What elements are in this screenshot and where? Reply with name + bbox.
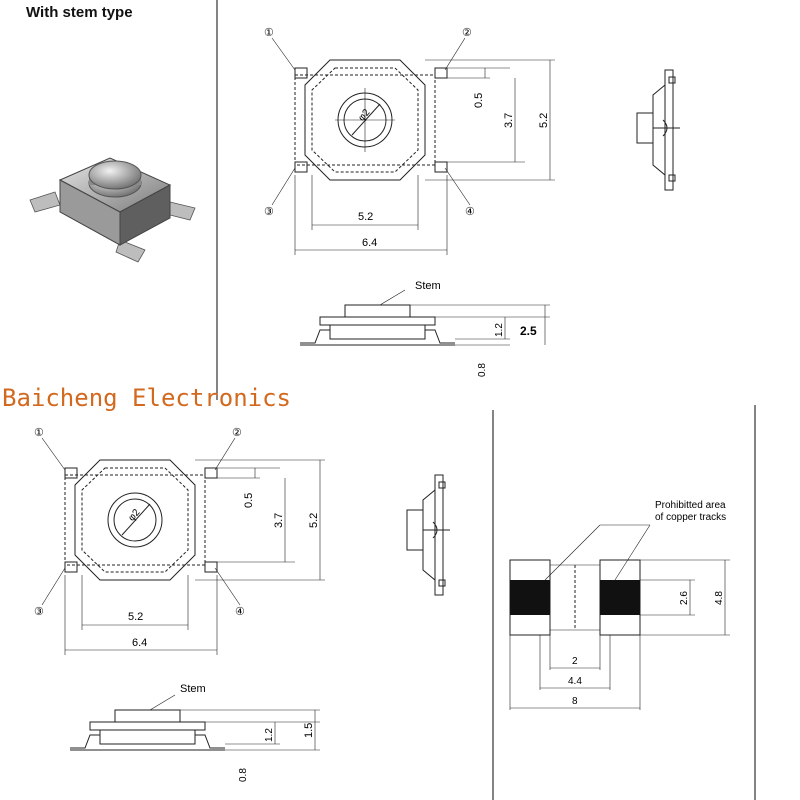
dim-height-outer: 5.2 <box>538 113 550 128</box>
dim-height-pin: 0.5 <box>473 93 485 108</box>
prohibited-note-line2: of copper tracks <box>655 512 726 523</box>
side-view-upper <box>636 69 680 191</box>
dim-width-inner: 5.2 <box>358 211 373 223</box>
top-view-upper: ① ② ③ ④ φ2 5.2 6.4 0.5 3.7 5.2 <box>264 27 555 255</box>
prohibited-area-left <box>510 580 550 615</box>
dim-width-outer: 6.4 <box>362 237 377 249</box>
pin-2-label: ② <box>462 27 472 39</box>
dim-pad-outer: 8 <box>572 696 578 707</box>
dim-height-mid: 3.7 <box>273 513 285 528</box>
prohibited-area-right <box>600 580 640 615</box>
pin-1-label: ① <box>264 27 274 39</box>
pad-layout: Prohibitted area of copper tracks 2 4.4 … <box>509 500 730 710</box>
dim-pad-height-outer: 4.8 <box>714 591 725 605</box>
dim-total-height: 2.5 <box>520 324 537 338</box>
pin-4-label: ④ <box>465 206 475 218</box>
side-view-lower <box>406 474 450 596</box>
pin-4-label: ④ <box>235 606 245 618</box>
dim-height-pin: 0.5 <box>243 493 255 508</box>
top-view-lower: ① ② ③ ④ φ2 5.2 6.4 0.5 3.7 5.2 <box>34 427 325 655</box>
dim-total-height: 1.5 <box>303 723 315 738</box>
dim-height-mid: 3.7 <box>503 113 515 128</box>
profile-view-lower: Stem 1.2 1.5 0.8 <box>70 683 320 782</box>
watermark-text: Baicheng Electronics <box>2 384 291 412</box>
stem-label: Stem <box>180 683 206 695</box>
dim-pad-mid: 4.4 <box>568 676 582 687</box>
pin-3-label: ③ <box>34 606 44 618</box>
dim-pad-height-inner: 2.6 <box>679 591 690 605</box>
switch-photo <box>29 157 196 263</box>
pin-1-label: ① <box>34 427 44 439</box>
stem-label: Stem <box>415 280 441 292</box>
dim-phi: φ2 <box>356 107 372 124</box>
dim-body-height: 1.2 <box>264 728 275 742</box>
dim-body-height: 1.2 <box>494 323 505 337</box>
profile-view-upper: Stem 1.2 2.5 0.8 <box>300 280 550 377</box>
dim-width-outer: 6.4 <box>132 637 147 649</box>
pin-3-label: ③ <box>264 206 274 218</box>
dim-width-inner: 5.2 <box>128 611 143 623</box>
dim-base-height: 0.8 <box>238 768 249 782</box>
dim-base-height: 0.8 <box>477 363 488 377</box>
prohibited-note-line1: Prohibitted area <box>655 500 726 511</box>
dim-height-outer: 5.2 <box>308 513 320 528</box>
figure-title: With stem type <box>26 4 133 21</box>
dim-pad-gap: 2 <box>572 656 578 667</box>
dim-phi: φ2 <box>126 507 142 524</box>
pin-2-label: ② <box>232 427 242 439</box>
